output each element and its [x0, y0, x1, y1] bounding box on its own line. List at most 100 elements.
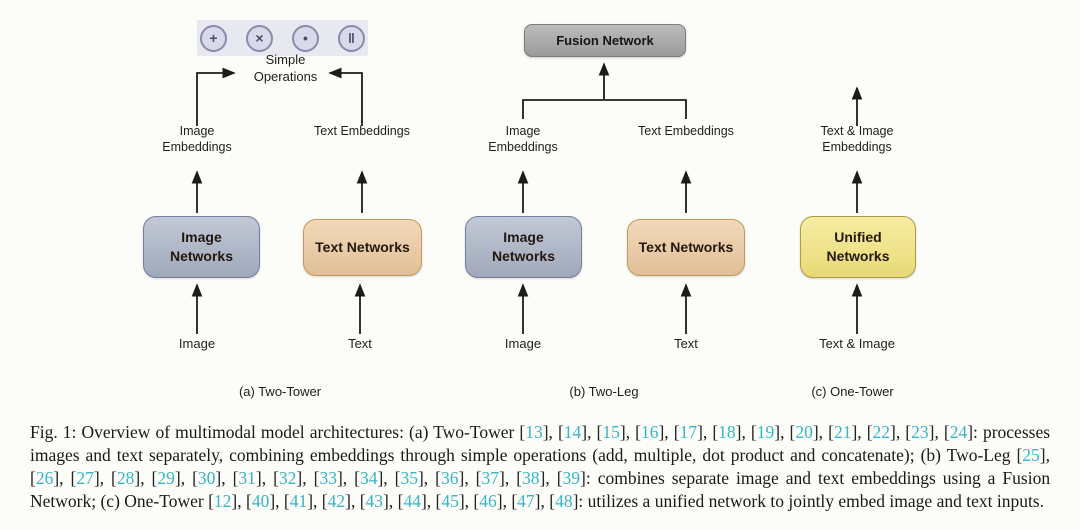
citation-link[interactable]: 41: [289, 491, 308, 512]
citation-bracket: ]: [496, 491, 503, 512]
citation-link[interactable]: 37: [481, 467, 500, 488]
citation-bracket: ]: [890, 421, 896, 442]
citation-bracket: [: [208, 491, 214, 512]
citation-bracket: ]: [542, 421, 549, 442]
citation-bracket: ]: [134, 467, 141, 488]
citation-bracket: ]: [377, 467, 384, 488]
citation-link[interactable]: 45: [441, 491, 459, 512]
citation-bracket: ]: [336, 467, 343, 488]
citation-link[interactable]: 46: [479, 491, 497, 512]
citation-link[interactable]: 48: [555, 491, 573, 512]
citation-link[interactable]: 26: [35, 467, 54, 488]
citation-bracket: [: [475, 467, 482, 488]
citation-link[interactable]: 17: [679, 421, 698, 442]
image-input-label-a: Image: [178, 336, 216, 351]
text-networks-box-b: Text Networks: [627, 219, 745, 276]
citation-link[interactable]: 43: [365, 491, 384, 512]
citation-link[interactable]: 25: [1022, 444, 1040, 465]
text-input-label-b: Text: [674, 336, 698, 351]
citation-link[interactable]: 23: [911, 421, 929, 442]
arrow-a-right-to-ops: [328, 67, 363, 126]
citation-bracket: [: [516, 467, 523, 488]
image-embeddings-label-b: Image Embeddings: [488, 124, 558, 155]
citation-bracket: [: [866, 421, 873, 442]
citation-link[interactable]: 47: [517, 491, 535, 512]
citation-link[interactable]: 30: [197, 467, 216, 488]
citation-link[interactable]: 32: [278, 467, 297, 488]
citation-link[interactable]: 36: [440, 467, 459, 488]
citation-bracket: ]: [499, 467, 505, 488]
citation-bracket: ]: [417, 467, 424, 488]
citation-bracket: ]: [735, 421, 742, 442]
citation-bracket: [: [596, 421, 603, 442]
citation-link[interactable]: 44: [403, 491, 421, 512]
citation-link[interactable]: 33: [319, 467, 337, 488]
citation-link[interactable]: 28: [116, 467, 135, 488]
panel-a-caption: (a) Two-Tower: [238, 384, 322, 399]
citation-bracket: [: [394, 467, 401, 488]
citation-bracket: ]: [215, 467, 222, 488]
citation-link[interactable]: 40: [251, 491, 270, 512]
panel-b-caption: (b) Two-Leg: [569, 384, 639, 399]
citation-link[interactable]: 20: [795, 421, 813, 442]
citation-bracket: [: [192, 467, 198, 488]
text-embeddings-label-a: Text Embeddings: [314, 124, 410, 138]
citation-bracket: [: [635, 421, 641, 442]
citation-bracket: ]: [658, 421, 665, 442]
citation-bracket: [: [313, 467, 320, 488]
fusion-network-box: Fusion Network: [524, 24, 686, 57]
citation-bracket: ]: [580, 467, 586, 488]
citation-link[interactable]: 16: [640, 421, 659, 442]
citation-link[interactable]: 31: [238, 467, 256, 488]
citation-bracket: ]: [269, 491, 276, 512]
citation-bracket: ]: [53, 467, 60, 488]
citation-link[interactable]: 42: [327, 491, 346, 512]
architecture-figure: +×•‖ Simple Operations Image Embeddings …: [143, 20, 916, 399]
citation-link[interactable]: 22: [872, 421, 891, 442]
citation-bracket: [: [519, 421, 526, 442]
citation-bracket: [: [435, 491, 442, 512]
simple-operations-strip: +×•‖: [197, 20, 368, 56]
citation-link[interactable]: 19: [756, 421, 775, 442]
concatenate-icon: ‖: [338, 24, 365, 52]
citation-link[interactable]: 21: [833, 421, 852, 442]
citation-bracket: [: [321, 491, 328, 512]
add-icon: +: [200, 24, 227, 52]
citation-bracket: ]: [928, 421, 935, 442]
citation-link[interactable]: 18: [718, 421, 736, 442]
citation-link[interactable]: 39: [562, 467, 581, 488]
text-input-label-a: Text: [348, 336, 372, 351]
unified-networks-box: Unified Networks: [800, 216, 916, 278]
citation-link[interactable]: 27: [76, 467, 94, 488]
citation-link[interactable]: 34: [359, 467, 378, 488]
citation-bracket: ]: [851, 421, 858, 442]
text-image-embeddings-label-c: Text & Image Embeddings: [820, 124, 894, 155]
citation-bracket: [: [397, 491, 404, 512]
citation-bracket: ]: [383, 491, 389, 512]
image-networks-box-a: Image Networks: [143, 216, 260, 278]
image-networks-box-b: Image Networks: [465, 216, 582, 278]
citation-bracket: ]: [581, 421, 588, 442]
citation-link[interactable]: 29: [157, 467, 175, 488]
citation-bracket: [: [111, 467, 117, 488]
citation-bracket: ]: [420, 491, 427, 512]
fusion-network-label: Fusion Network: [556, 33, 654, 48]
citation-link[interactable]: 12: [213, 491, 232, 512]
citation-link[interactable]: 14: [563, 421, 582, 442]
citation-link[interactable]: 35: [400, 467, 418, 488]
citation-bracket: [: [557, 421, 564, 442]
citation-link[interactable]: 13: [525, 421, 543, 442]
citation-bracket: ]: [812, 421, 819, 442]
citation-bracket: ]: [231, 491, 238, 512]
citation-link[interactable]: 15: [602, 421, 620, 442]
citation-bracket: ]: [174, 467, 181, 488]
panel-c-caption: (c) One-Tower: [811, 384, 894, 399]
citation-bracket: [: [712, 421, 719, 442]
citation-bracket: ]: [697, 421, 703, 442]
citation-bracket: ]: [774, 421, 781, 442]
citation-bracket: ]: [967, 421, 974, 442]
citation-link[interactable]: 38: [522, 467, 540, 488]
citation-bracket: ]: [572, 491, 579, 512]
citation-link[interactable]: 24: [949, 421, 968, 442]
dot-product-icon: •: [292, 24, 319, 52]
